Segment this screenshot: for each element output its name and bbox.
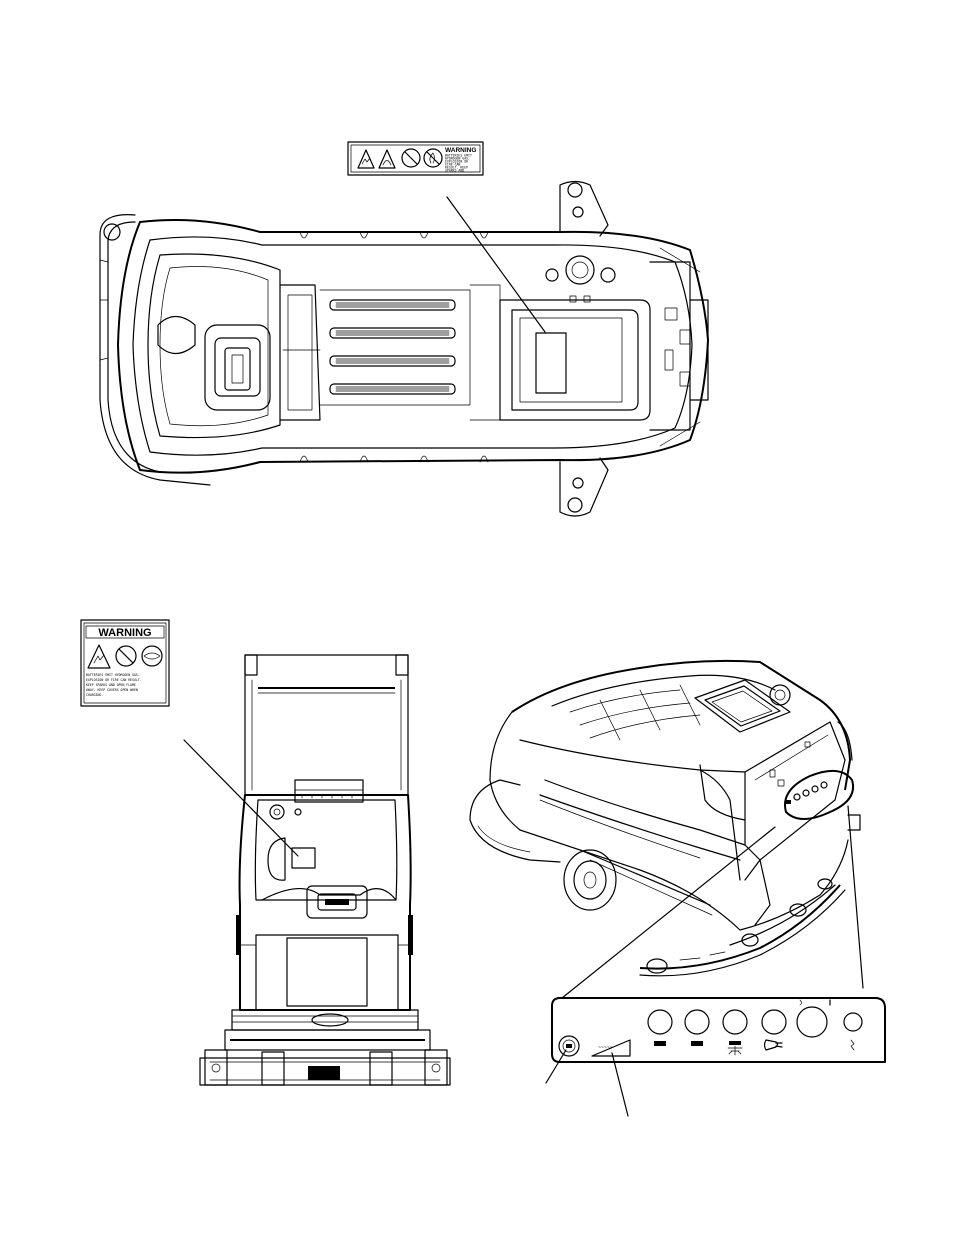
decal-left-line-3: KEEP SPARKS AND OPEN FLAME xyxy=(86,683,136,687)
panel-button-5[interactable] xyxy=(843,1012,863,1051)
explosion-icon xyxy=(357,149,375,169)
main-power-knob[interactable] xyxy=(796,999,831,1038)
brush-pressure-icon xyxy=(727,1045,743,1056)
warning-decal-left: WARNING BATTERIES EMIT HYDROGEN GAS. EXP… xyxy=(80,619,170,707)
decal-location-left xyxy=(291,847,316,869)
control-panel-detail: ~~~~~ xyxy=(551,997,886,1063)
no-flame-icon xyxy=(423,148,443,168)
leader-line-top xyxy=(446,196,546,333)
leader-line-left xyxy=(183,739,299,857)
squeegee-mount-top xyxy=(559,180,609,237)
warning-decal-top: WARNING BATTERIES EMIT HYDROGEN GAS. EXP… xyxy=(347,141,484,176)
decal-top-line-4: FIRE CAN xyxy=(445,163,460,167)
leader-line-panel-right xyxy=(847,805,864,989)
leader-line-panel-left xyxy=(561,826,776,999)
eye-protection-icon xyxy=(141,645,163,667)
decal-left-line-2: EXPLOSION OR FIRE CAN RESULT. xyxy=(86,678,142,682)
panel-button-1[interactable] xyxy=(647,1009,673,1046)
explosion-icon xyxy=(87,644,111,669)
decal-top-line-3: EXPLOSION OR xyxy=(445,160,468,164)
horn-icon xyxy=(850,1039,855,1051)
decal-left-line-4: AWAY. KEEP COVERS OPEN WHEN xyxy=(86,688,138,692)
battery-gauge-wedge: ~~~~~ xyxy=(591,1039,631,1057)
squeegee-mount-bottom xyxy=(559,457,609,517)
decal-top-line-6: SPARKS AND xyxy=(445,169,464,173)
decal-location-top xyxy=(535,332,567,394)
machine-isometric-view xyxy=(469,659,861,977)
no-smoking-icon xyxy=(401,148,421,168)
decal-left-line-5: CHARGING. xyxy=(86,693,103,697)
no-flame-icon xyxy=(115,645,137,667)
machine-rear-view-lid-open xyxy=(199,654,451,1086)
battery-gauge-label: ~~~~~ xyxy=(598,1045,613,1051)
key-switch-icon xyxy=(558,1035,580,1057)
decal-top-heading: WARNING xyxy=(445,147,476,154)
decal-top-line-5: RESULT. KEEP xyxy=(445,166,468,170)
decal-left-heading: WARNING xyxy=(98,627,151,639)
panel-button-4[interactable] xyxy=(761,1009,787,1051)
decal-top-line-2: HYDROGEN GAS. xyxy=(445,157,470,161)
vacuum-motor-icon xyxy=(763,1039,783,1051)
panel-button-2[interactable] xyxy=(684,1009,710,1046)
control-panel-highlight-ellipse xyxy=(784,769,854,820)
decal-top-line-1: BATTERIES EMIT xyxy=(445,154,472,158)
machine-top-view xyxy=(99,180,709,517)
leader-line-battery-gauge xyxy=(611,1052,629,1117)
acid-splash-icon xyxy=(378,149,396,169)
decal-left-line-1: BATTERIES EMIT HYDROGEN GAS. xyxy=(86,673,140,677)
panel-button-3[interactable] xyxy=(722,1009,748,1056)
leader-line-key-switch xyxy=(545,1049,567,1084)
